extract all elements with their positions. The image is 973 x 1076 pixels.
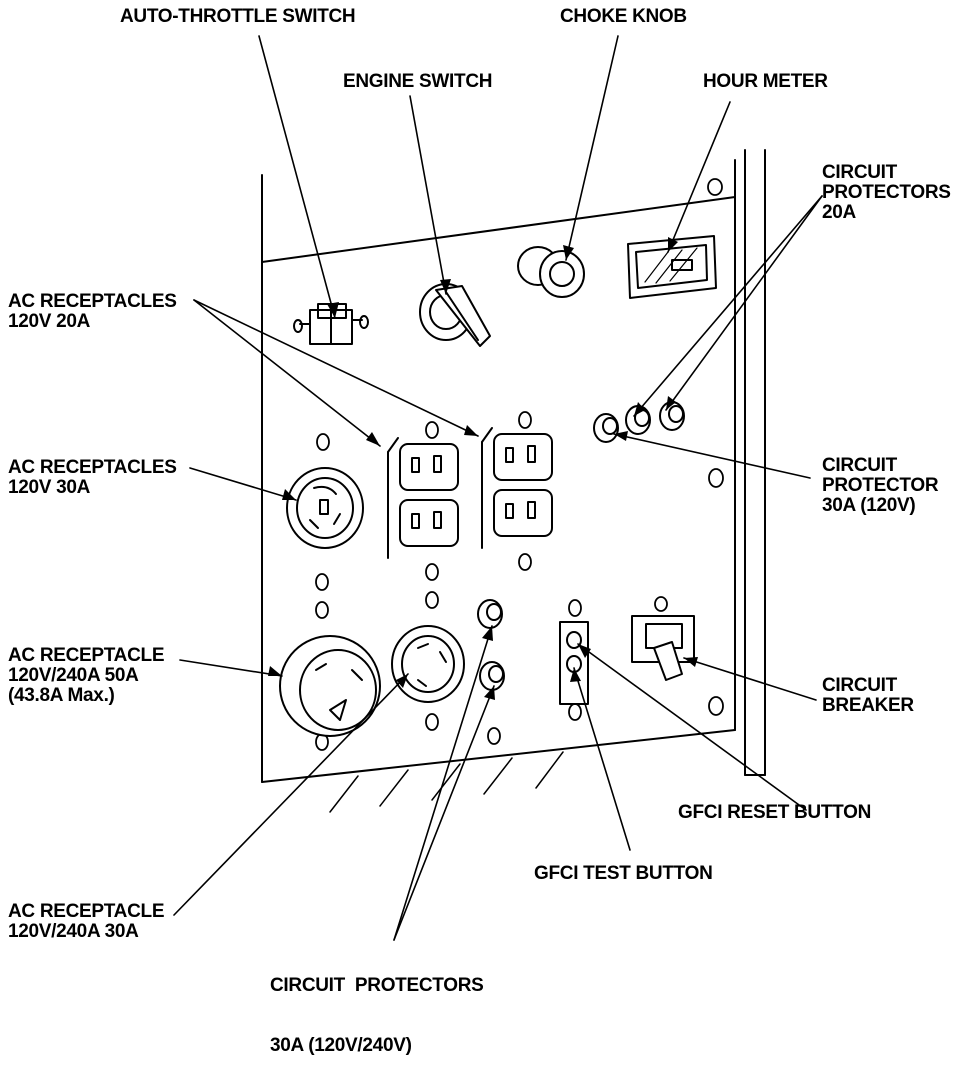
label-line: CIRCUIT PROTECTORS	[270, 976, 484, 996]
label-circuit-protectors-240: CIRCUIT PROTECTORS 30A (120V/240V)	[270, 936, 484, 1076]
label-line: 120V 20A	[8, 312, 177, 332]
label-hour-meter: HOUR METER	[703, 72, 828, 92]
choke-knob[interactable]	[518, 247, 584, 297]
label-engine-switch: ENGINE SWITCH	[343, 72, 492, 92]
label-line: (43.8A Max.)	[8, 686, 164, 706]
label-line: CIRCUIT	[822, 676, 914, 696]
label-line: 120V/240A 30A	[8, 922, 164, 942]
label-circuit-breaker: CIRCUIT BREAKER	[822, 676, 914, 716]
circuit-breaker[interactable]	[632, 616, 694, 680]
label-line: PROTECTOR	[822, 476, 938, 496]
label-line: PROTECTORS	[822, 183, 951, 203]
label-line: AC RECEPTACLES	[8, 292, 177, 312]
label-auto-throttle-switch: AUTO-THROTTLE SWITCH	[120, 7, 355, 27]
label-gfci-test-button: GFCI TEST BUTTON	[534, 864, 713, 884]
label-line: AC RECEPTACLE	[8, 902, 164, 922]
label-ac-receptacles-120v-30a: AC RECEPTACLES 120V 30A	[8, 458, 177, 498]
label-line: CIRCUIT	[822, 456, 938, 476]
label-gfci-reset-button: GFCI RESET BUTTON	[678, 803, 871, 823]
label-ac-receptacles-120v-20a: AC RECEPTACLES 120V 20A	[8, 292, 177, 332]
label-ac-receptacle-50a: AC RECEPTACLE 120V/240A 50A (43.8A Max.)	[8, 646, 164, 706]
label-line: 20A	[822, 203, 951, 223]
label-line: AC RECEPTACLES	[8, 458, 177, 478]
label-line: 30A (120V)	[822, 496, 938, 516]
label-line: CIRCUIT	[822, 163, 951, 183]
ac-receptacle-120v-240a-30a[interactable]	[392, 626, 464, 702]
circuit-protectors-240v[interactable]	[478, 600, 504, 690]
ac-receptacle-120v-20a-right[interactable]	[482, 428, 552, 548]
label-choke-knob: CHOKE KNOB	[560, 7, 687, 27]
label-line: BREAKER	[822, 696, 914, 716]
ac-receptacle-120v-240a-50a[interactable]	[280, 636, 380, 736]
gfci-buttons[interactable]	[560, 622, 588, 704]
label-ac-receptacle-30a-240: AC RECEPTACLE 120V/240A 30A	[8, 902, 164, 942]
label-line: 30A (120V/240V)	[270, 1036, 484, 1056]
ac-receptacle-120v-20a-left[interactable]	[388, 438, 458, 558]
ac-receptacle-120v-30a[interactable]	[287, 468, 363, 548]
label-line: AC RECEPTACLE	[8, 646, 164, 666]
engine-switch[interactable]	[420, 284, 490, 346]
label-line: 120V 30A	[8, 478, 177, 498]
label-circuit-protector-30a-120v: CIRCUIT PROTECTOR 30A (120V)	[822, 456, 938, 516]
label-circuit-protectors-20a: CIRCUIT PROTECTORS 20A	[822, 163, 951, 223]
label-line: 120V/240A 50A	[8, 666, 164, 686]
